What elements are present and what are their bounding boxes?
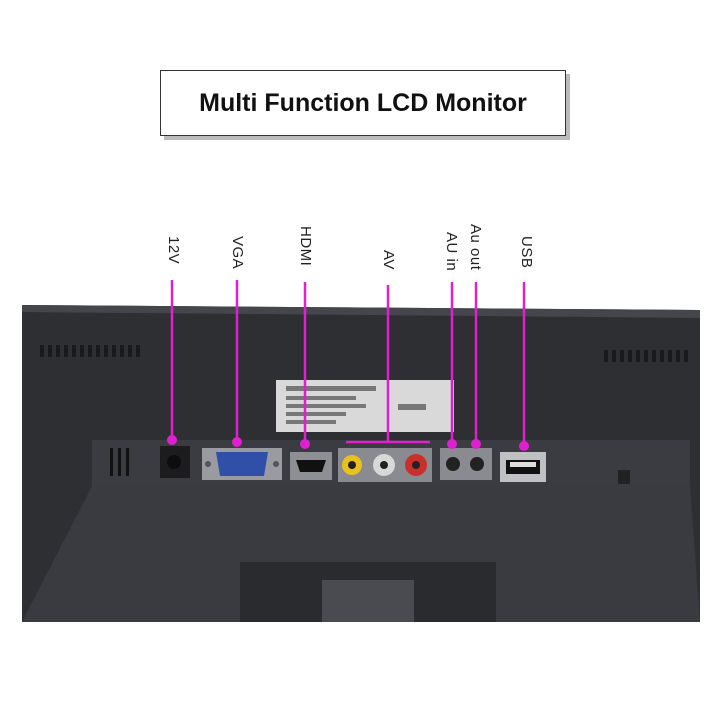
audio-ports	[440, 448, 492, 480]
lower-panel	[22, 486, 700, 622]
callout-lines	[167, 280, 529, 451]
left-vent	[40, 345, 140, 357]
right-vent	[604, 350, 688, 362]
title-box: Multi Function LCD Monitor	[160, 70, 566, 136]
usb-port	[500, 452, 546, 482]
vga-port	[202, 448, 282, 480]
page-title: Multi Function LCD Monitor	[199, 88, 527, 117]
av-ports	[338, 448, 432, 482]
dc-12v-port	[160, 446, 190, 478]
hdmi-port	[290, 452, 332, 480]
